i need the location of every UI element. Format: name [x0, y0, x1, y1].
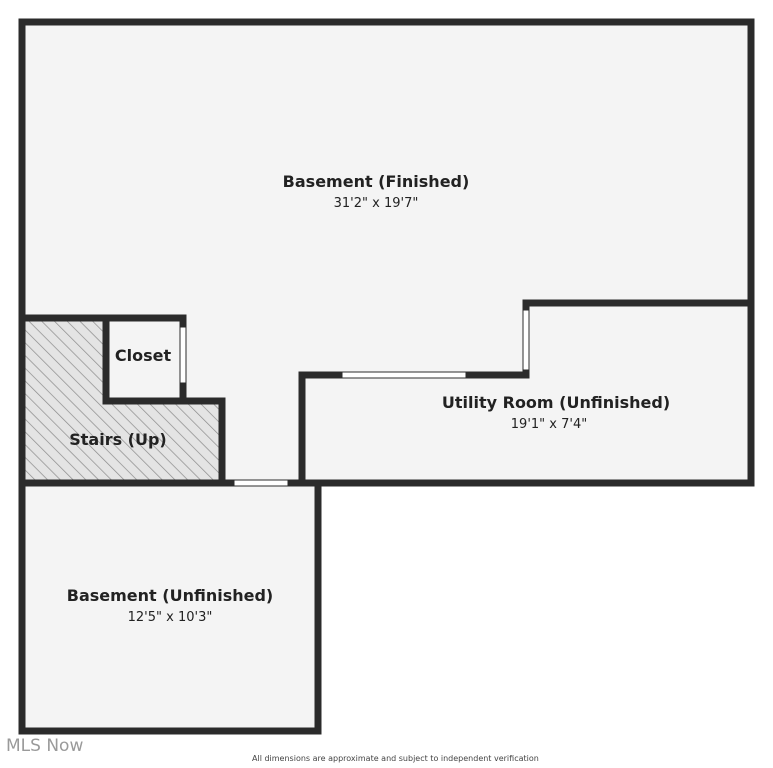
openings	[179, 309, 530, 487]
stairs-label: Stairs (Up)	[69, 430, 167, 449]
closet-door-opening	[179, 326, 187, 384]
lower-door-opening	[233, 479, 289, 487]
closet-label: Closet	[115, 346, 172, 365]
utility-side-opening	[522, 309, 530, 371]
basement-finished-dims: 31'2" x 19'7"	[334, 196, 419, 211]
basement-unfinished-label: Basement (Unfinished)	[67, 586, 273, 605]
basement-unfinished-dims: 12'5" x 10'3"	[128, 610, 213, 625]
utility-room-label: Utility Room (Unfinished)	[442, 393, 670, 412]
walls	[18, 18, 755, 735]
utility-door-opening	[341, 371, 467, 379]
utility-room-dims: 19'1" x 7'4"	[511, 417, 587, 432]
disclaimer-text: All dimensions are approximate and subje…	[252, 754, 539, 763]
basement-finished-label: Basement (Finished)	[283, 172, 470, 191]
mls-now-watermark: MLS Now	[6, 736, 84, 756]
stairs-area	[22, 318, 222, 483]
